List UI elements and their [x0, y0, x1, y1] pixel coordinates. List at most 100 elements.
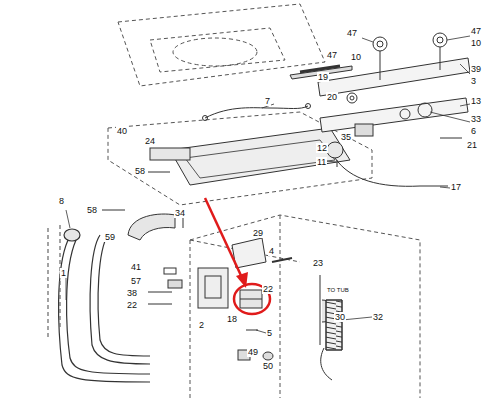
switch-mount-stroke	[150, 148, 190, 160]
wire-harness-stroke	[306, 104, 311, 109]
callout-number: 6	[470, 126, 477, 136]
cabinet-outline-stroke	[280, 215, 281, 398]
leader-lines-stroke	[326, 161, 336, 162]
callout-number: 18	[226, 314, 238, 324]
callout-number: 38	[126, 288, 138, 298]
control-bracket-stroke	[433, 33, 447, 47]
leader-lines-stroke	[447, 36, 470, 40]
leader-lines-stroke	[66, 276, 67, 300]
control-bracket-stroke	[350, 96, 354, 100]
pressure-switch-hose	[326, 300, 342, 350]
cabinet-parts-stroke	[164, 268, 176, 274]
note-text: TO TUB	[326, 287, 350, 294]
control-bracket-stroke	[373, 37, 387, 51]
pressure-switch-coil	[326, 300, 342, 350]
fill-hose-stroke	[47, 228, 48, 340]
leader-lines-stroke	[256, 330, 266, 333]
control-bracket-stroke	[347, 93, 357, 103]
control-bracket-stroke	[440, 47, 441, 70]
wire-harness-stroke	[337, 160, 338, 167]
callout-number: 21	[466, 140, 478, 150]
callout-number: 1	[60, 268, 67, 278]
callout-number: 7	[264, 96, 271, 106]
fill-hose-stroke	[98, 235, 150, 356]
control-bracket-stroke	[380, 51, 381, 80]
leader-lines	[66, 36, 470, 333]
wire-harness	[203, 104, 449, 187]
control-bracket-stroke	[400, 109, 410, 119]
callout-number: 3	[470, 76, 477, 86]
washer-top-lid-stroke	[173, 38, 257, 66]
control-bracket-stroke	[318, 58, 470, 96]
cabinet-parts-stroke	[148, 304, 172, 305]
callout-number: 58	[134, 166, 146, 176]
callout-number: 58	[86, 205, 98, 215]
control-bracket-stroke	[355, 124, 373, 136]
switch-mount-stroke	[128, 214, 175, 240]
console-housing-stroke	[170, 128, 350, 185]
callout-number: 13	[470, 96, 482, 106]
leader-lines-stroke	[362, 38, 373, 42]
callout-number: 41	[130, 262, 142, 272]
wire-harness-stroke	[205, 106, 308, 118]
highlight-markup	[205, 198, 270, 314]
fill-hose	[48, 225, 150, 382]
control-bracket	[290, 33, 470, 158]
cabinet-parts-stroke	[198, 268, 228, 308]
switch-mount	[102, 148, 190, 240]
pressure-switch-coil-stroke	[326, 300, 342, 350]
callout-number: 8	[58, 196, 65, 206]
washer-top-lid-stroke	[118, 4, 325, 86]
callout-number: 4	[268, 246, 275, 256]
callout-number: 12	[316, 143, 328, 153]
cabinet-parts-stroke	[240, 290, 262, 308]
callout-number: 22	[126, 300, 138, 310]
callout-number: 30	[334, 312, 346, 322]
fill-hose-stroke	[59, 240, 150, 382]
callout-number: 24	[144, 136, 156, 146]
callout-number: 20	[326, 92, 338, 102]
callout-number: 2	[198, 320, 205, 330]
callout-number: 35	[340, 132, 352, 142]
callout-number: 17	[450, 182, 462, 192]
cabinet-parts-stroke	[148, 292, 172, 293]
wire-harness-stroke	[203, 116, 208, 121]
switch-mount-stroke	[148, 172, 170, 173]
cabinet-parts-stroke	[168, 280, 182, 288]
callout-number: 39	[470, 64, 482, 74]
fill-hose-stroke	[90, 235, 150, 364]
callout-number: 11	[316, 157, 327, 167]
cabinet-parts-stroke	[263, 352, 273, 360]
cabinet-parts	[148, 238, 338, 380]
callout-number: 40	[116, 126, 128, 136]
switch-mount-stroke	[102, 210, 125, 211]
callout-number: 29	[252, 228, 264, 238]
fill-hose-stroke	[67, 240, 150, 374]
fill-hose-stroke	[64, 229, 80, 241]
cabinet-parts-stroke	[320, 275, 321, 345]
control-bracket-stroke	[327, 142, 343, 158]
callout-number: 57	[130, 276, 142, 286]
leader-lines-stroke	[460, 64, 470, 74]
cabinet-outline-stroke	[190, 240, 191, 398]
callout-number: 47	[346, 28, 358, 38]
callout-number: 49	[247, 347, 259, 357]
callout-number: 32	[372, 312, 384, 322]
callout-number: 22	[262, 284, 274, 294]
control-bracket-stroke	[418, 103, 432, 117]
washer-top-lid-stroke	[150, 28, 285, 72]
callout-number: 10	[470, 38, 482, 48]
control-bracket-stroke	[377, 41, 383, 47]
callout-number: 59	[104, 232, 116, 242]
callout-number: 10	[350, 52, 362, 62]
leader-lines-stroke	[342, 317, 372, 320]
cabinet-parts-stroke	[321, 348, 332, 380]
callout-number: 47	[470, 26, 482, 36]
cabinet-parts-stroke	[272, 258, 292, 262]
pressure-switch-hose-stroke	[326, 300, 342, 350]
cabinet-parts-stroke	[240, 299, 262, 300]
leader-lines-stroke	[440, 187, 450, 188]
callout-number: 50	[262, 361, 274, 371]
